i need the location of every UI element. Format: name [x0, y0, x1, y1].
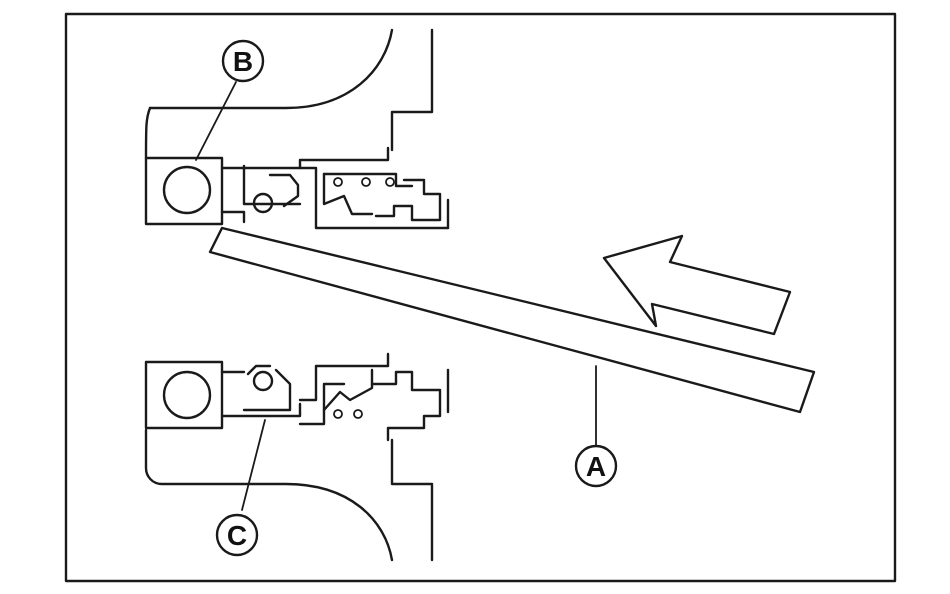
- upper-latch-mechanism: [298, 166, 450, 230]
- direction-arrow: [602, 234, 792, 336]
- callout-c: C: [215, 513, 259, 557]
- upper-ball-joint: [144, 156, 224, 226]
- leader-lines: [195, 81, 597, 511]
- callout-a: A: [574, 444, 618, 488]
- callout-c-label: C: [227, 520, 247, 551]
- callout-b-label: B: [233, 46, 253, 77]
- tool-bar: [208, 226, 816, 414]
- housing-lower: [144, 428, 434, 562]
- housing-upper: [144, 28, 434, 160]
- lower-latch-mechanism: [298, 352, 450, 442]
- upper-connecting-bar: [220, 146, 390, 224]
- callout-a-label: A: [586, 451, 606, 482]
- lower-ball-joint: [144, 360, 224, 430]
- lower-connecting-bar: [220, 364, 302, 418]
- callout-b: B: [221, 39, 265, 83]
- diagram-frame: [64, 12, 897, 583]
